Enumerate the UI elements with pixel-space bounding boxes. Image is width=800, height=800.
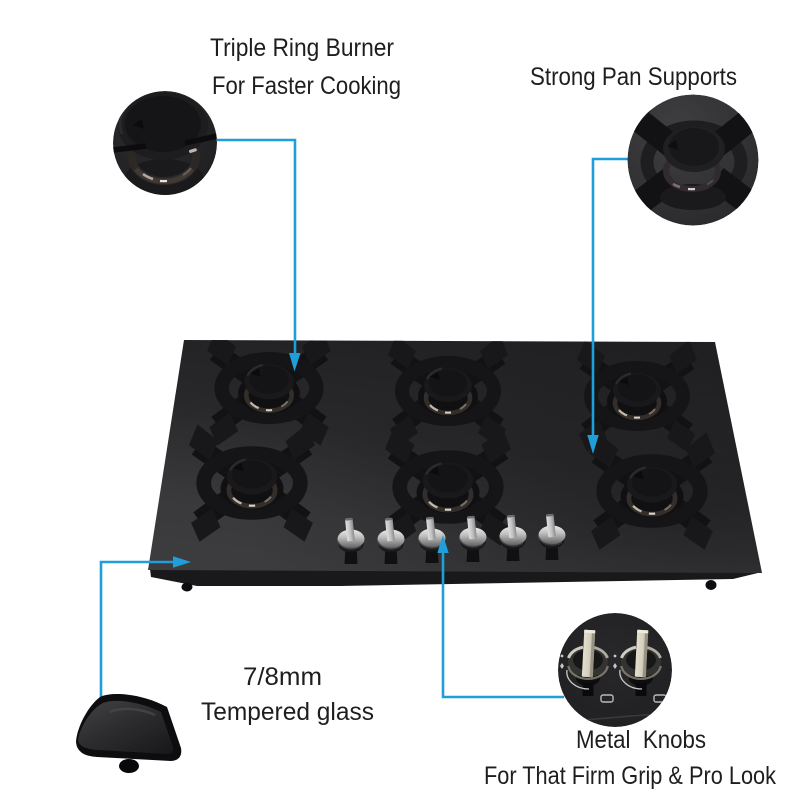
svg-text:Triple Ring Burner: Triple Ring Burner: [210, 34, 394, 62]
svg-text:7/8mm: 7/8mm: [243, 663, 322, 691]
svg-text:For Faster Cooking: For Faster Cooking: [212, 72, 401, 100]
svg-text:For That Firm Grip & Pro Look: For That Firm Grip & Pro Look: [484, 762, 776, 790]
svg-text:Tempered glass: Tempered glass: [201, 698, 374, 726]
svg-text:Metal Knobs: Metal Knobs: [576, 726, 706, 754]
svg-text:Strong Pan Supports: Strong Pan Supports: [530, 63, 737, 91]
